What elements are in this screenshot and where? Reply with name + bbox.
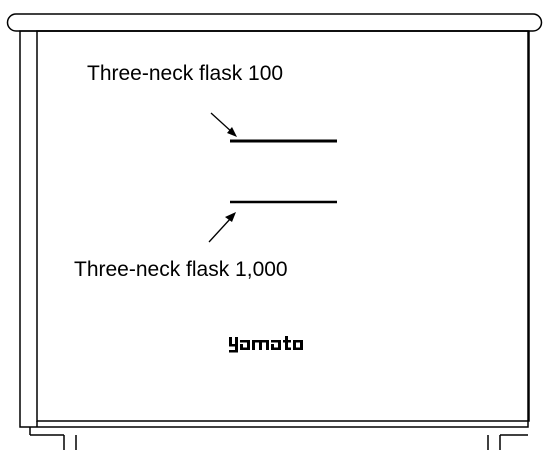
- yamato-logo: [229, 336, 303, 353]
- tank-base: [29, 427, 528, 450]
- upper-pointer-arrow: [210, 112, 237, 137]
- upper-mark-label: Three-neck flask 100: [87, 62, 284, 85]
- lower-mark-label: Three-neck flask 1,000: [74, 258, 288, 281]
- tank-body: [19, 30, 530, 428]
- lower-pointer-arrow: [208, 212, 236, 243]
- tank-rim: [6, 13, 543, 32]
